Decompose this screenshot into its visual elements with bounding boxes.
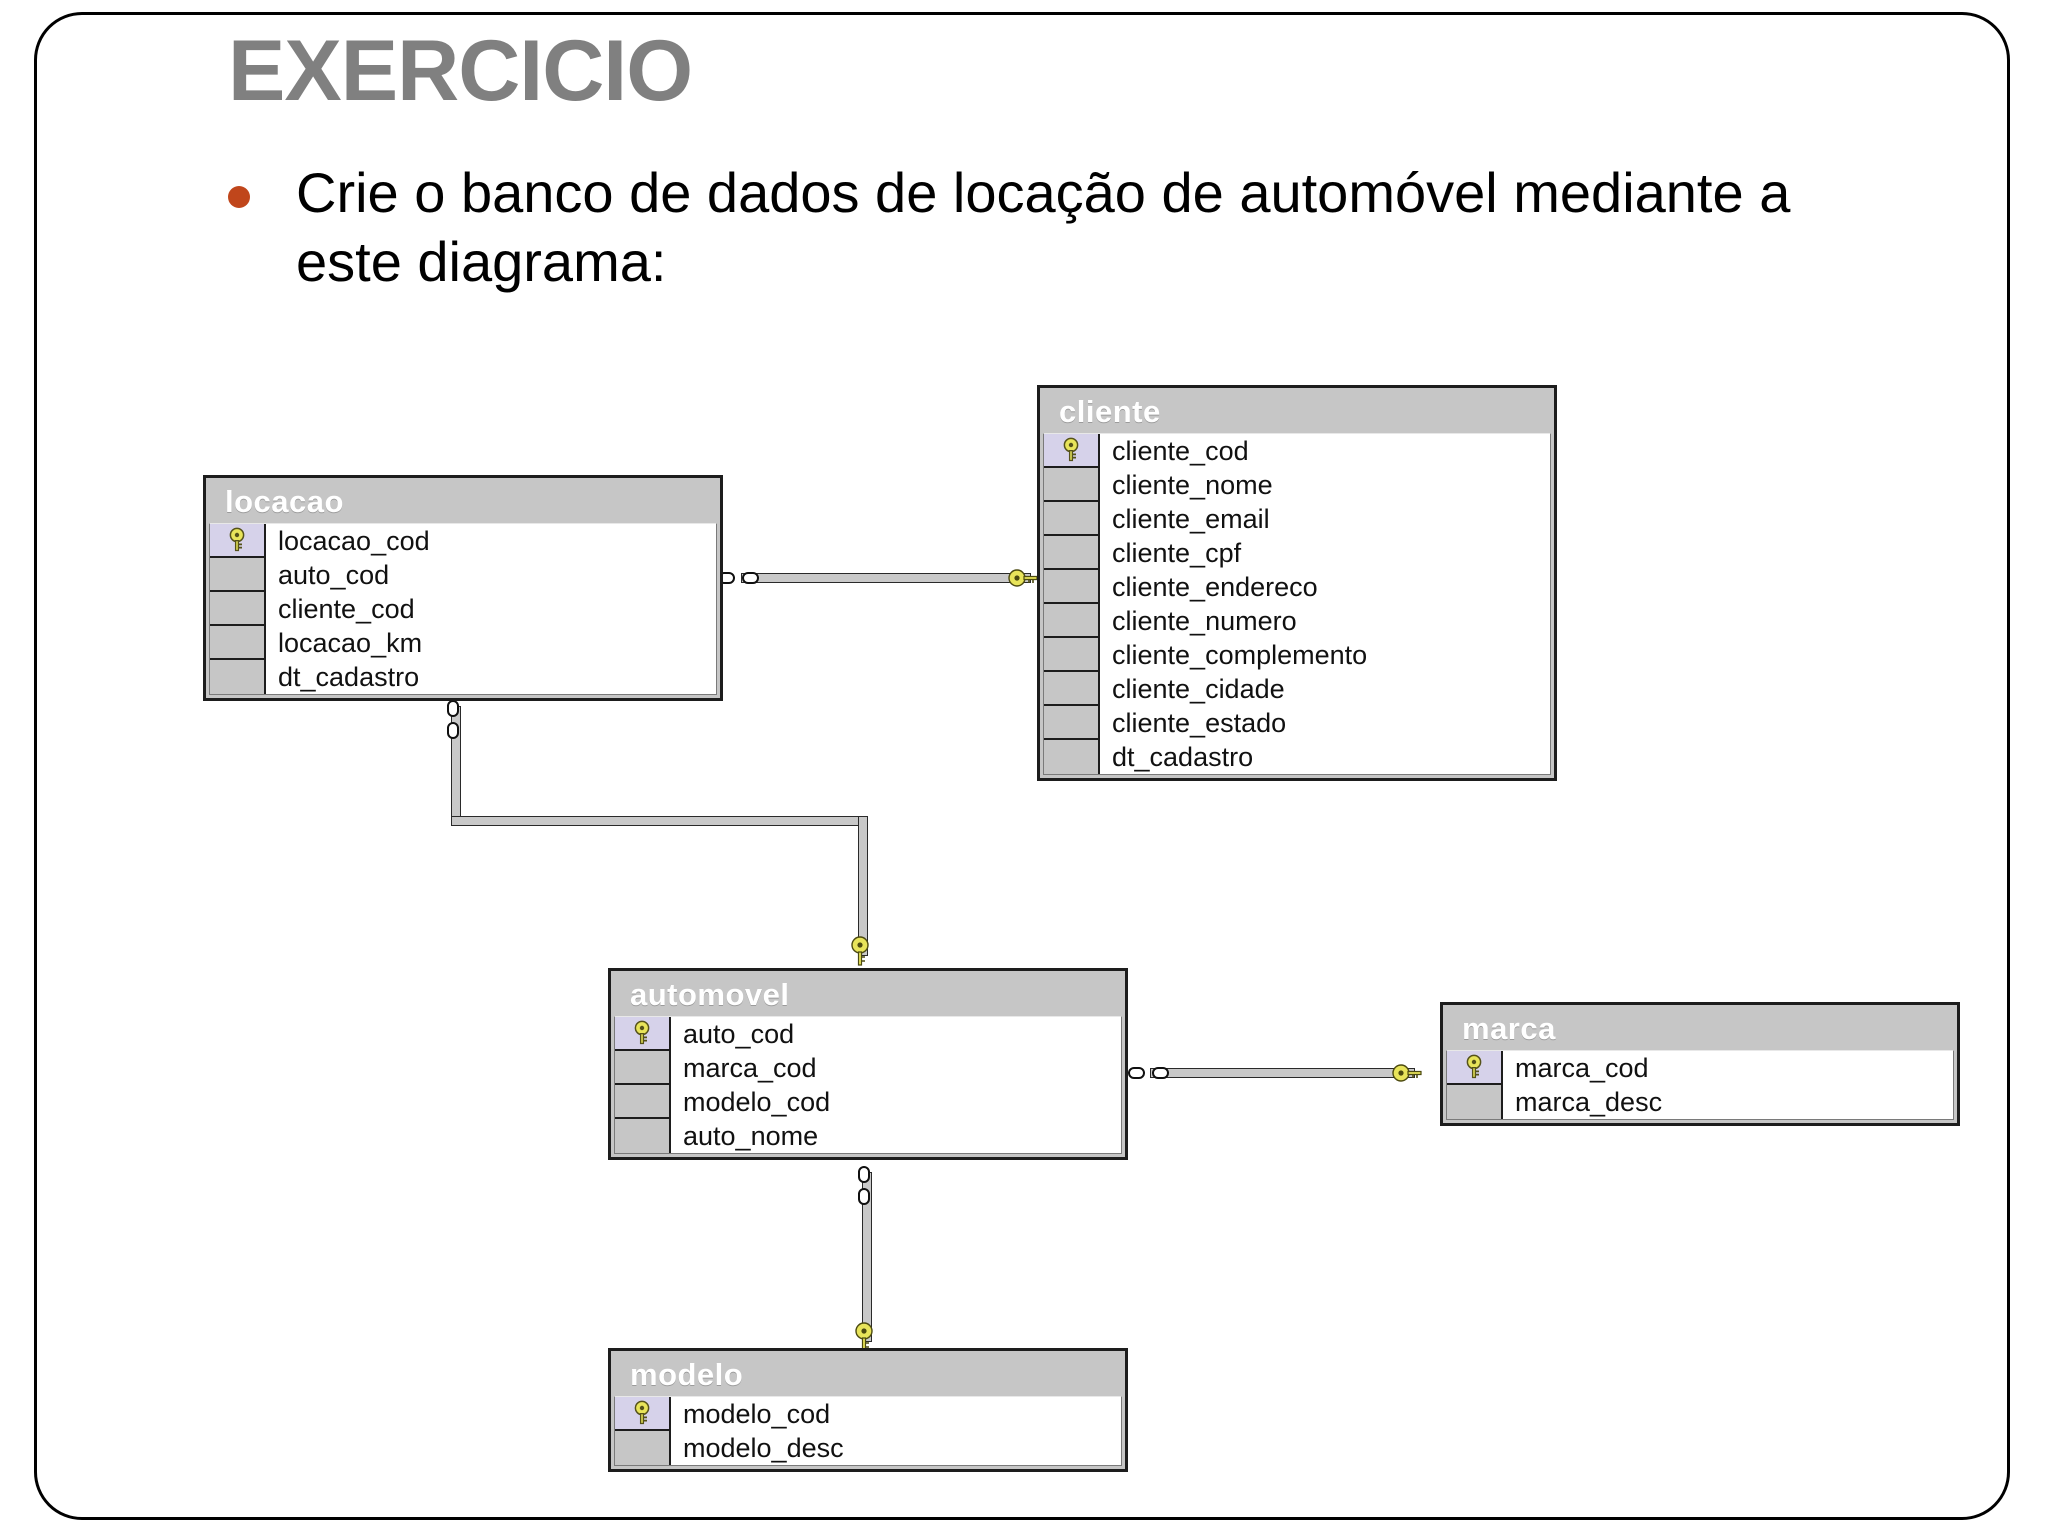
er-field-gutter: [1447, 1051, 1503, 1119]
bullet-item-label: Crie o banco de dados de locação de auto…: [296, 161, 1791, 294]
field-marker-cell: [615, 1431, 669, 1465]
field-marker-cell: [1044, 570, 1098, 604]
er-table-cliente[interactable]: cliente cliente_cod cliente_nome cliente_e…: [1037, 385, 1557, 781]
er-field-name: auto_cod: [278, 560, 390, 590]
er-field-name: cliente_cpf: [1112, 538, 1242, 568]
field-marker-cell: [1044, 638, 1098, 672]
er-field-name: dt_cadastro: [1112, 742, 1254, 772]
er-table-title: automovel: [614, 974, 1122, 1016]
er-field-names: auto_cod marca_cod modelo_cod auto_nome: [671, 1017, 1121, 1153]
field-marker-cell: [1044, 468, 1098, 502]
field-marker-cell: [615, 1051, 669, 1085]
relationship-automovel-marca: [1150, 1068, 1415, 1078]
primary-key-icon: [615, 1397, 669, 1431]
field-marker-cell: [1044, 740, 1098, 774]
er-field-gutter: [210, 524, 266, 694]
er-table-fields: modelo_cod modelo_desc: [614, 1396, 1122, 1466]
er-field-name: modelo_cod: [683, 1399, 831, 1429]
er-field-gutter: [1044, 434, 1100, 774]
many-marker-locacao-automovel-a: [447, 700, 459, 717]
er-table-modelo[interactable]: modelo modelo_cod modelo_desc: [608, 1348, 1128, 1472]
er-table-title: locacao: [209, 481, 717, 523]
primary-key-connector-cliente: [1008, 569, 1038, 587]
primary-key-connector-modelo: [855, 1322, 873, 1352]
er-table-title: marca: [1446, 1008, 1954, 1050]
relationship-locacao-automovel-seg3: [858, 816, 868, 956]
er-field-gutter: [615, 1017, 671, 1153]
many-marker-automovel-modelo-b: [858, 1188, 870, 1205]
er-field-names: marca_cod marca_desc: [1503, 1051, 1953, 1119]
er-field-name: cliente_nome: [1112, 470, 1273, 500]
er-field-name: locacao_km: [278, 628, 423, 658]
er-field-name: cliente_estado: [1112, 708, 1287, 738]
field-marker-cell: [1044, 706, 1098, 740]
er-table-fields: locacao_cod auto_cod cliente_cod locacao_km…: [209, 523, 717, 695]
many-marker-automovel-marca-a: [1128, 1067, 1145, 1079]
primary-key-connector-automovel: [851, 936, 869, 966]
field-marker-cell: [1044, 536, 1098, 570]
er-field-names: modelo_cod modelo_desc: [671, 1397, 1121, 1465]
relationship-locacao-automovel-seg2: [451, 816, 868, 826]
er-field-name: locacao_cod: [278, 526, 430, 556]
er-field-names: locacao_cod auto_cod cliente_cod locacao_km…: [266, 524, 716, 694]
field-marker-cell: [210, 592, 264, 626]
er-field-name: marca_cod: [1515, 1053, 1649, 1083]
primary-key-icon: [615, 1017, 669, 1051]
er-field-name: cliente_email: [1112, 504, 1270, 534]
primary-key-icon: [1447, 1051, 1501, 1085]
er-table-marca[interactable]: marca marca_cod marca_desc: [1440, 1002, 1960, 1126]
primary-key-icon: [1044, 434, 1098, 468]
er-field-gutter: [615, 1397, 671, 1465]
field-marker-cell: [615, 1085, 669, 1119]
er-field-name: modelo_desc: [683, 1433, 844, 1463]
many-marker-locacao-automovel-b: [447, 722, 459, 739]
field-marker-cell: [1044, 502, 1098, 536]
er-field-name: dt_cadastro: [278, 662, 420, 692]
er-field-name: marca_desc: [1515, 1087, 1663, 1117]
field-marker-cell: [1044, 604, 1098, 638]
bullet-dot-icon: [228, 186, 250, 208]
page-title: EXERCICIO: [228, 23, 693, 119]
er-table-title: cliente: [1043, 391, 1551, 433]
er-field-name: auto_cod: [683, 1019, 795, 1049]
many-marker-automovel-marca-b: [1152, 1067, 1169, 1079]
er-field-name: cliente_endereco: [1112, 572, 1318, 602]
er-field-name: auto_nome: [683, 1121, 819, 1151]
field-marker-cell: [615, 1119, 669, 1153]
many-marker-locacao-cliente-b: [742, 572, 759, 584]
er-field-name: modelo_cod: [683, 1087, 831, 1117]
er-table-fields: auto_cod marca_cod modelo_cod auto_nome: [614, 1016, 1122, 1154]
er-field-name: marca_cod: [683, 1053, 817, 1083]
er-field-name: cliente_numero: [1112, 606, 1297, 636]
field-marker-cell: [1044, 672, 1098, 706]
er-table-title: modelo: [614, 1354, 1122, 1396]
field-marker-cell: [1447, 1085, 1501, 1119]
field-marker-cell: [210, 558, 264, 592]
er-field-name: cliente_complemento: [1112, 640, 1368, 670]
field-marker-cell: [210, 626, 264, 660]
primary-key-connector-marca: [1392, 1064, 1422, 1082]
er-field-name: cliente_cod: [278, 594, 415, 624]
er-field-name: cliente_cidade: [1112, 674, 1285, 704]
er-field-name: cliente_cod: [1112, 436, 1249, 466]
field-marker-cell: [210, 660, 264, 694]
relationship-locacao-cliente: [741, 573, 1031, 583]
many-marker-automovel-modelo-a: [858, 1166, 870, 1183]
er-table-fields: marca_cod marca_desc: [1446, 1050, 1954, 1120]
primary-key-icon: [210, 524, 264, 558]
